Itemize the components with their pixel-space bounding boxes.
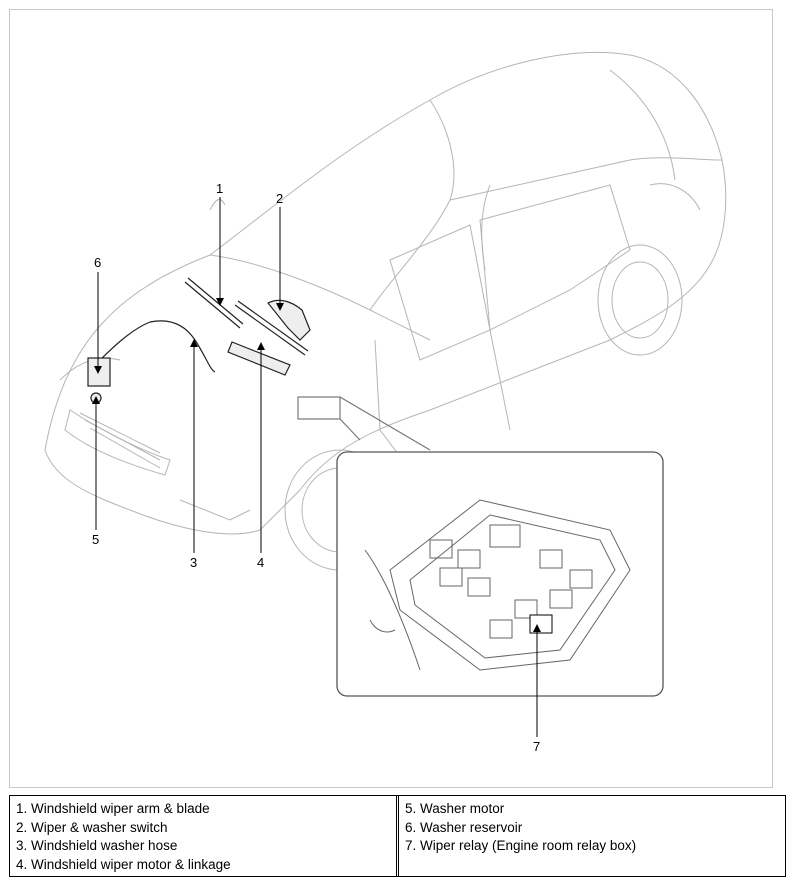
legend-column-left: 1. Windshield wiper arm & blade 2. Wiper…	[10, 796, 396, 876]
legend-item: 6. Washer reservoir	[405, 819, 523, 835]
callout-3: 3	[190, 555, 197, 570]
parts-legend: 1. Windshield wiper arm & blade 2. Wiper…	[9, 795, 786, 877]
relay-box-inset	[336, 451, 664, 697]
legend-item: 3. Windshield washer hose	[16, 838, 178, 853]
leader-arrowheads	[92, 298, 541, 632]
callout-7: 7	[533, 739, 540, 754]
callout-5: 5	[92, 532, 99, 547]
callout-6: 6	[94, 255, 101, 270]
callout-2: 2	[276, 191, 283, 206]
legend-item: 7. Wiper relay (Engine room relay box)	[405, 838, 637, 853]
legend-column-right: 5. Washer motor 6. Washer reservoir 7. W…	[396, 796, 785, 876]
legend-item: 2. Wiper & washer switch	[16, 819, 168, 835]
leader-lines	[95, 197, 538, 737]
wiper-motor-linkage	[227, 341, 291, 376]
legend-item: 1. Windshield wiper arm & blade	[16, 801, 210, 816]
washer-hose	[94, 320, 216, 373]
relay-box-outline	[297, 396, 341, 420]
wiper-blade-right	[234, 300, 309, 356]
callout-4: 4	[257, 555, 264, 570]
callout-1: 1	[216, 181, 223, 196]
legend-item: 5. Washer motor	[405, 801, 505, 816]
diagram-frame: 1 2 3 4 5 6 7	[9, 9, 773, 788]
wiper-switch	[267, 299, 311, 341]
legend-item: 4. Windshield wiper motor & linkage	[16, 856, 231, 872]
wiper-blade-left	[184, 277, 244, 329]
wiper-system-diagram: 1 2 3 4 5 6 7	[44, 51, 727, 754]
wiper-components	[87, 277, 431, 451]
